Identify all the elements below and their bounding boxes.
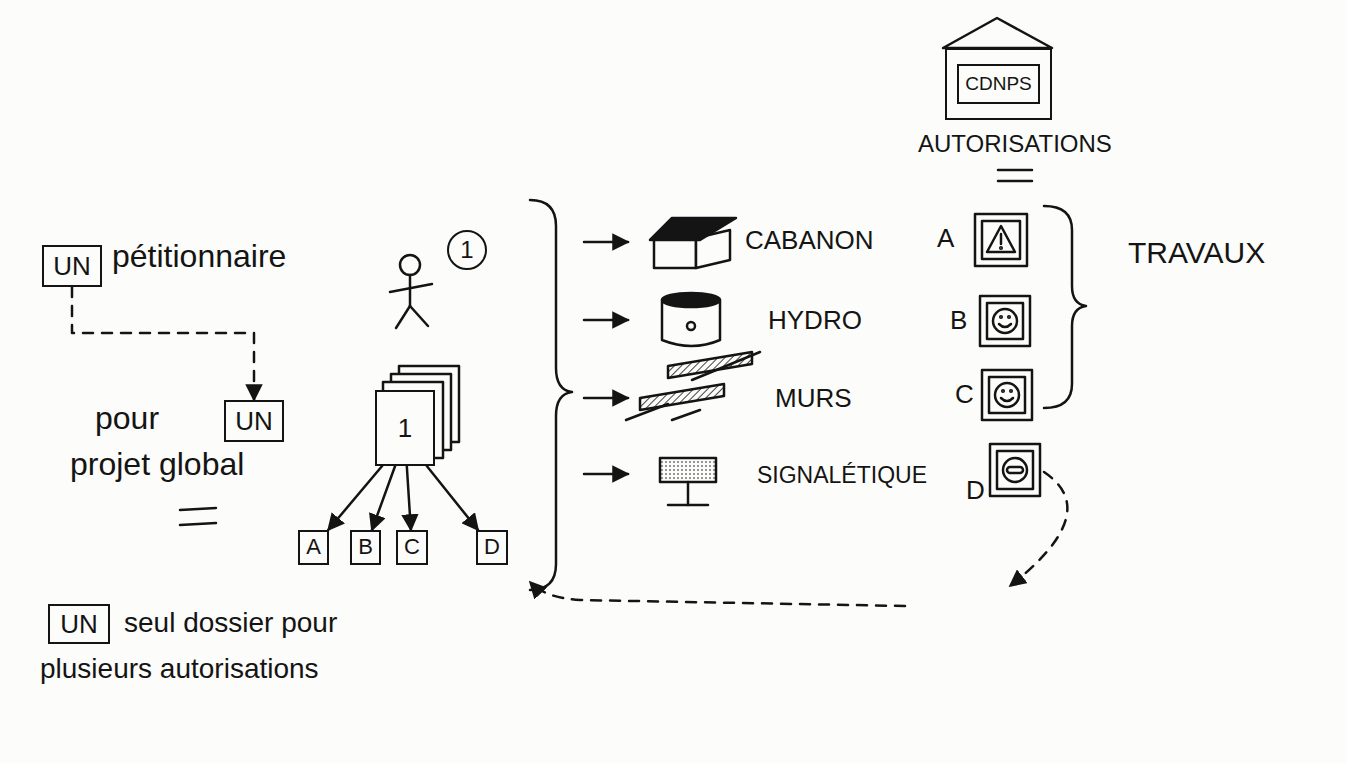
- warning-symbol: [1000, 247, 1002, 249]
- heading-label: AUTORISATIONS: [918, 130, 1112, 158]
- cabanon-icon: [654, 238, 696, 268]
- item-label: CABANON: [745, 226, 874, 256]
- handwritten-note: projet global: [70, 446, 244, 483]
- letter-label: A: [937, 224, 954, 254]
- node-text: UN: [53, 252, 91, 281]
- brace: [1044, 206, 1086, 408]
- equals-sign: [180, 523, 216, 525]
- arrow: [584, 397, 628, 400]
- wall-icon: [640, 384, 724, 410]
- connector-arrow: [328, 466, 382, 530]
- return-arrow: [1010, 472, 1067, 586]
- letter-label: C: [955, 380, 974, 410]
- node-text: UN: [60, 610, 98, 639]
- stick-figure: [396, 306, 410, 328]
- sign-icon: [668, 504, 708, 507]
- letter-box: D: [476, 530, 508, 565]
- smiley-symbol: [1002, 390, 1004, 392]
- cabanon-icon: [650, 218, 736, 240]
- house-roof: [943, 18, 1052, 48]
- node-text: 1: [460, 237, 473, 263]
- item-label: HYDRO: [768, 306, 862, 336]
- letter-box: A: [298, 530, 329, 565]
- wall-icon: [626, 404, 668, 420]
- node-text: C: [404, 535, 420, 559]
- node-text: 1: [398, 414, 412, 443]
- connector-arrow: [427, 466, 478, 530]
- smiley-symbol: [1000, 316, 1002, 318]
- stick-figure: [410, 306, 428, 326]
- sign-icon: [687, 482, 690, 505]
- group-label: TRAVAUX: [1128, 236, 1265, 271]
- handwritten-note: seul dossier pour plusieurs autorisation…: [40, 600, 370, 692]
- no-entry-symbol: [1007, 467, 1023, 473]
- arrow: [584, 241, 628, 244]
- document-stack: 1: [375, 390, 435, 466]
- warning-box: [982, 221, 1020, 259]
- node-text: UN: [235, 407, 273, 436]
- stick-figure: [400, 255, 420, 275]
- warning-symbol: [987, 226, 1015, 252]
- smiley-symbol: [1001, 398, 1013, 401]
- boxed-word: UN: [42, 245, 102, 287]
- refusal-box: [990, 444, 1040, 496]
- connector-arrow: [407, 466, 411, 530]
- sign-icon: [660, 458, 716, 482]
- boxed-word: UN: [48, 604, 110, 644]
- letter-box: B: [350, 530, 381, 565]
- equals-sign: [998, 169, 1032, 172]
- smiley-symbol: [999, 324, 1011, 327]
- equals-sign: [180, 508, 216, 510]
- approval-box: [982, 370, 1032, 420]
- connector-arrow: [72, 287, 254, 400]
- arrow: [584, 319, 628, 322]
- item-label: SIGNALÉTIQUE: [757, 462, 927, 488]
- hydro-icon: [662, 293, 720, 307]
- letter-label: D: [966, 476, 985, 506]
- letter-label: B: [950, 306, 967, 336]
- wall-icon: [692, 352, 760, 380]
- node-text: D: [484, 535, 500, 559]
- stick-figure: [409, 275, 412, 306]
- letter-box: C: [396, 530, 428, 565]
- node-text: B: [358, 535, 373, 559]
- node-text: A: [306, 535, 321, 559]
- equals-sign: [998, 180, 1032, 183]
- handwritten-note: pour: [95, 400, 159, 437]
- node-text: CDNPS: [957, 64, 1040, 105]
- connector-arrow: [372, 466, 395, 530]
- smiley-symbol: [995, 383, 1019, 407]
- callout-number: 1: [447, 230, 487, 270]
- warning-symbol: [1000, 234, 1003, 244]
- hydro-icon: [687, 322, 695, 330]
- wall-icon: [668, 352, 752, 378]
- item-label: MURS: [775, 384, 852, 414]
- return-arrow: [530, 582, 905, 606]
- wall-icon: [672, 410, 700, 420]
- commission-house: CDNPS: [945, 48, 1052, 120]
- approval-box: [989, 377, 1025, 413]
- arrow: [584, 473, 628, 476]
- stick-figure: [390, 284, 432, 292]
- smiley-symbol: [993, 309, 1017, 333]
- smiley-symbol: [1008, 316, 1010, 318]
- approval-box: [980, 296, 1030, 346]
- warning-box: [975, 214, 1027, 266]
- approval-box: [987, 303, 1023, 339]
- handwritten-note: pétitionnaire: [112, 238, 286, 275]
- brace: [530, 200, 572, 590]
- refusal-box: [997, 451, 1033, 489]
- boxed-word: UN: [224, 400, 284, 442]
- smiley-symbol: [1010, 390, 1012, 392]
- no-entry-symbol: [1003, 458, 1027, 482]
